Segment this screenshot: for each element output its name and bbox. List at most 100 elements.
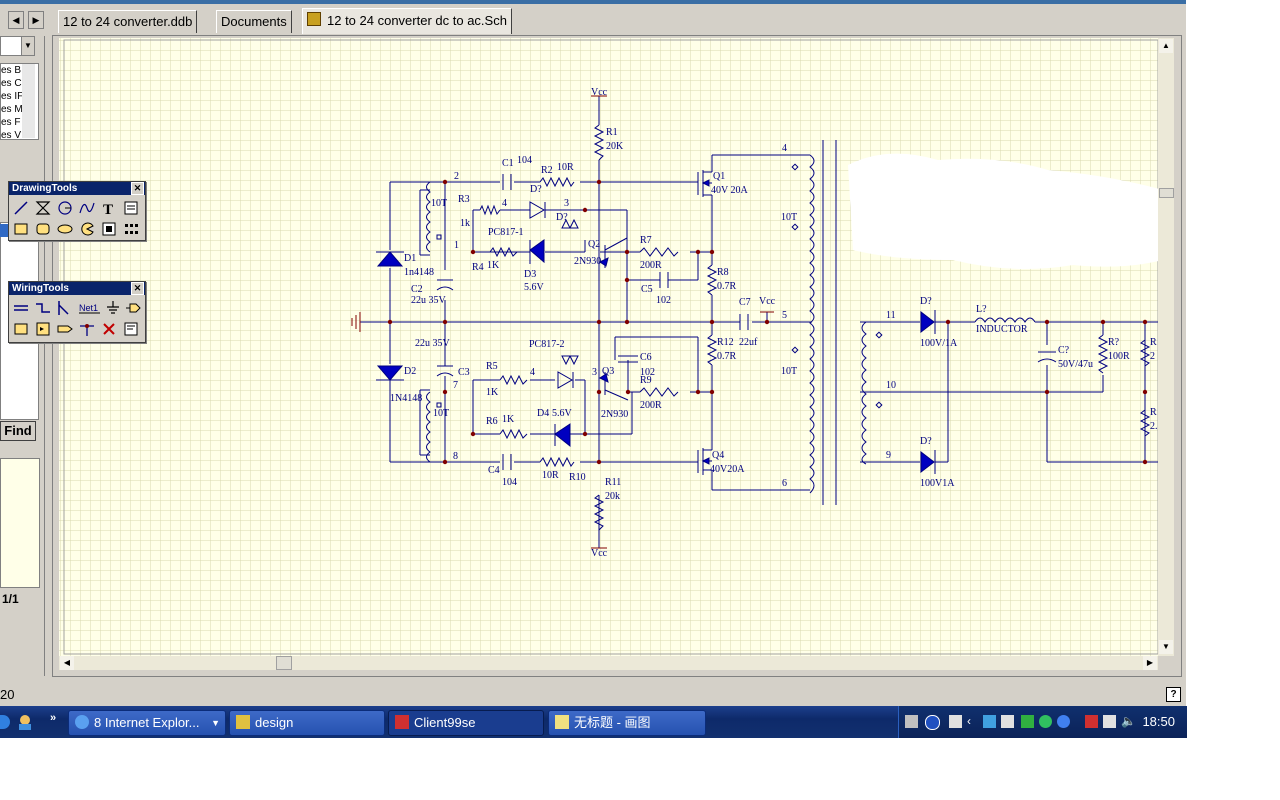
label: R7 xyxy=(640,235,652,246)
display-icon[interactable] xyxy=(1001,715,1014,728)
pie-tool-icon[interactable] xyxy=(78,220,96,238)
keyboard-icon[interactable] xyxy=(905,715,918,728)
scroll-down-button[interactable]: ▼ xyxy=(1159,640,1173,654)
drawing-tools-title-bar[interactable]: DrawingTools✕ xyxy=(9,182,145,195)
label: 1n4148 xyxy=(404,267,434,278)
pcb-layout-tool-icon[interactable] xyxy=(122,320,140,338)
show-desktop-icon[interactable] xyxy=(16,713,34,731)
clock[interactable]: 18:50 xyxy=(1142,714,1175,729)
usb-icon[interactable] xyxy=(1103,715,1116,728)
start-button-edge[interactable] xyxy=(0,715,10,729)
network-icon[interactable] xyxy=(983,715,996,728)
label: R2 xyxy=(541,165,553,176)
taskbar-item-design[interactable]: design xyxy=(229,710,385,736)
library-combo[interactable]: ▼ xyxy=(0,36,35,56)
label: D4 xyxy=(537,408,549,419)
tab-documents[interactable]: Documents xyxy=(216,10,292,33)
tray-expand-icon[interactable]: ‹ xyxy=(967,714,971,728)
find-button[interactable]: Find xyxy=(0,421,36,441)
title-bar-edge xyxy=(0,0,1186,4)
tab-documents-label: Documents xyxy=(221,14,287,29)
line-tool-icon[interactable] xyxy=(12,199,30,217)
sheet-entry-tool-icon[interactable] xyxy=(34,320,52,338)
chevron-down-icon[interactable]: ▼ xyxy=(21,37,34,55)
horizontal-scroll-thumb[interactable] xyxy=(276,656,292,670)
volume-icon[interactable]: 🔈 xyxy=(1121,714,1136,728)
array-tool-icon[interactable] xyxy=(122,220,140,238)
scroll-up-button[interactable]: ▲ xyxy=(1159,39,1173,53)
label: 2. xyxy=(1150,421,1158,432)
language-icon[interactable] xyxy=(949,715,962,728)
list-item[interactable]: es B xyxy=(1,65,22,76)
label: 100V/1A xyxy=(920,338,958,349)
resistors xyxy=(479,124,1151,531)
list-item[interactable]: es F xyxy=(1,117,21,128)
list-item[interactable]: es V xyxy=(1,130,22,140)
wire-tool-icon[interactable] xyxy=(12,299,30,317)
quick-launch-chevron-icon[interactable]: » xyxy=(50,712,57,724)
label: D1 xyxy=(404,253,416,264)
tab-database-label: 12 to 24 converter.ddb xyxy=(63,14,193,29)
list-item[interactable]: es C xyxy=(1,78,22,89)
text-tool-icon[interactable]: T xyxy=(100,199,118,218)
panel-splitter[interactable] xyxy=(44,36,53,676)
help-tray-icon[interactable] xyxy=(925,715,940,730)
close-icon[interactable]: ✕ xyxy=(131,182,144,195)
label: R12 xyxy=(717,337,734,348)
bus-entry-tool-icon[interactable] xyxy=(56,299,74,317)
bus-tool-icon[interactable] xyxy=(34,299,52,317)
polygon-tool-icon[interactable] xyxy=(34,199,52,217)
round-rectangle-tool-icon[interactable] xyxy=(34,220,52,238)
label: 22u 35V xyxy=(411,295,447,306)
label: 40V 20A xyxy=(711,185,749,196)
tab-database[interactable]: 12 to 24 converter.ddb xyxy=(58,10,198,33)
tab-schematic[interactable]: 12 to 24 converter dc to ac.Sch xyxy=(302,8,512,34)
tab-scroll-right-button[interactable]: ▶ xyxy=(28,11,44,29)
taskbar-item-ie[interactable]: 8 Internet Explor...▼ xyxy=(68,710,226,736)
vertical-scrollbar[interactable]: ▲ ▼ xyxy=(1158,38,1174,656)
scroll-left-button[interactable]: ◀ xyxy=(60,656,74,670)
library-list-scrollbar[interactable] xyxy=(22,64,35,138)
scroll-right-button[interactable]: ▶ xyxy=(1143,656,1157,670)
label: 10R xyxy=(542,470,559,481)
label: 1K xyxy=(487,260,500,271)
help-icon[interactable]: ? xyxy=(1166,687,1181,702)
text-frame-tool-icon[interactable] xyxy=(122,199,140,217)
part-port-tool-icon[interactable] xyxy=(56,320,74,338)
wiring-tools-title-bar[interactable]: WiringTools✕ xyxy=(9,282,145,295)
bezier-tool-icon[interactable] xyxy=(78,199,96,217)
tab-scroll-left-button[interactable]: ◀ xyxy=(8,11,24,29)
taskbar-item-paint[interactable]: 无标题 - 画图 xyxy=(548,710,706,736)
antivirus-icon[interactable] xyxy=(1085,715,1098,728)
label: 10T xyxy=(433,408,449,419)
label: 40V20A xyxy=(710,464,745,475)
wiring-tools-palette[interactable]: WiringTools✕ Net1 xyxy=(8,281,146,343)
list-item[interactable]: es M xyxy=(1,104,23,115)
list-item[interactable]: es IF xyxy=(1,91,24,102)
schematic-sheet[interactable]: Vcc Vcc Vcc R1 20K C1 104 R2 10R D? D? 3… xyxy=(59,38,1158,658)
messenger-icon[interactable] xyxy=(1057,715,1070,728)
ground-tool-icon[interactable] xyxy=(104,299,122,317)
arc-tool-icon[interactable] xyxy=(56,199,74,217)
port-tool-icon[interactable] xyxy=(124,299,142,317)
label: R9 xyxy=(640,375,652,386)
close-icon[interactable]: ✕ xyxy=(131,282,144,295)
system-tray: ‹ 🔈 18:50 xyxy=(898,706,1187,738)
graphic-tool-icon[interactable] xyxy=(100,220,118,238)
drawing-tools-palette[interactable]: DrawingTools✕ T xyxy=(8,181,146,241)
ellipse-tool-icon[interactable] xyxy=(56,220,74,238)
horizontal-scrollbar[interactable]: ◀ ▶ xyxy=(59,656,1158,670)
net-label-tool-icon[interactable]: Net1 xyxy=(78,299,102,317)
label: 100R xyxy=(1108,351,1130,362)
rectangle-tool-icon[interactable] xyxy=(12,220,30,238)
antenna-icon[interactable] xyxy=(1021,715,1034,728)
sheet-symbol-tool-icon[interactable] xyxy=(12,320,30,338)
security-icon[interactable] xyxy=(1039,715,1052,728)
vertical-scroll-thumb[interactable] xyxy=(1159,188,1174,198)
no-erc-tool-icon[interactable] xyxy=(100,320,118,338)
label: C5 xyxy=(641,284,653,295)
junction-tool-icon[interactable] xyxy=(78,320,96,338)
label: Q2 xyxy=(588,239,600,250)
taskbar-item-client99se[interactable]: Client99se xyxy=(388,710,544,736)
transistors xyxy=(599,170,712,475)
